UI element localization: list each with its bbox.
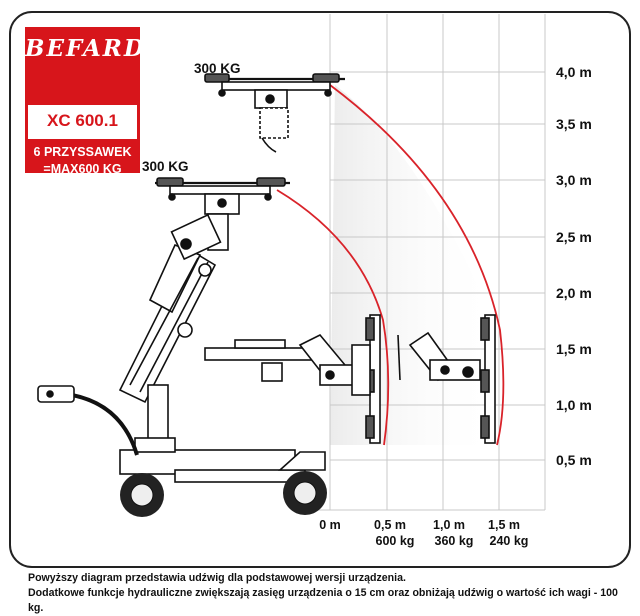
reach-arc-lower — [276, 189, 390, 446]
model-background — [28, 105, 137, 139]
height-label: 2,0 m — [556, 285, 592, 301]
machine-base — [37, 384, 326, 483]
footnote: Powyższy diagram przedstawia udźwig dla … — [28, 571, 628, 616]
height-label: 4,0 m — [556, 64, 592, 80]
load-label-upper: 300 KG — [194, 61, 241, 76]
boom-arm — [118, 213, 222, 404]
lower-suction-frame — [155, 177, 290, 251]
height-label: 1,0 m — [556, 397, 592, 413]
capacity-note: 6 PRZYSSAWEK =MAX600 KG — [25, 144, 140, 178]
reach-axis: 0 m 0,5 m 600 kg 1,0 m 360 kg 1,5 m 240 kg — [319, 518, 528, 548]
wheel-rear — [283, 471, 327, 515]
grid — [300, 14, 546, 511]
model-name: XC 600.1 — [47, 111, 118, 130]
footnote-line-2: Dodatkowe funkcje hydrauliczne zwiększaj… — [28, 587, 618, 614]
capacity-line-2: =MAX600 KG — [43, 162, 122, 176]
footnote-line-1: Powyższy diagram przedstawia udźwig dla … — [28, 572, 406, 584]
height-label: 1,5 m — [556, 341, 592, 357]
reach-distance-label: 0 m — [319, 518, 341, 532]
height-label: 3,0 m — [556, 172, 592, 188]
capacity-line-1: 6 PRZYSSAWEK — [33, 145, 132, 159]
wheel-front — [120, 473, 164, 517]
reach-distance-label: 0,5 m — [374, 518, 406, 532]
height-axis: 4,0 m 3,5 m 3,0 m 2,5 m 2,0 m 1,5 m 1,0 m 0,5 m — [556, 64, 592, 468]
height-label: 0,5 m — [556, 452, 592, 468]
reach-distance-label: 1,5 m — [488, 518, 520, 532]
extended-arm-far — [397, 314, 496, 444]
reach-arc-upper — [329, 84, 505, 446]
reach-capacity-label: 360 kg — [435, 534, 474, 548]
reach-capacity-label: 240 kg — [490, 534, 529, 548]
height-label: 3,5 m — [556, 116, 592, 132]
vertical-suction-plate-near — [351, 314, 381, 444]
upper-suction-frame — [204, 73, 345, 153]
height-label: 2,5 m — [556, 229, 592, 245]
brand-logo: BEFARD — [25, 35, 146, 62]
reach-capacity-label: 600 kg — [376, 534, 415, 548]
load-label-lower: 300 KG — [142, 159, 189, 174]
brand-panel: BEFARD XC 600.1 6 PRZYSSAWEK =MAX600 KG — [25, 27, 146, 176]
reach-distance-label: 1,0 m — [433, 518, 465, 532]
